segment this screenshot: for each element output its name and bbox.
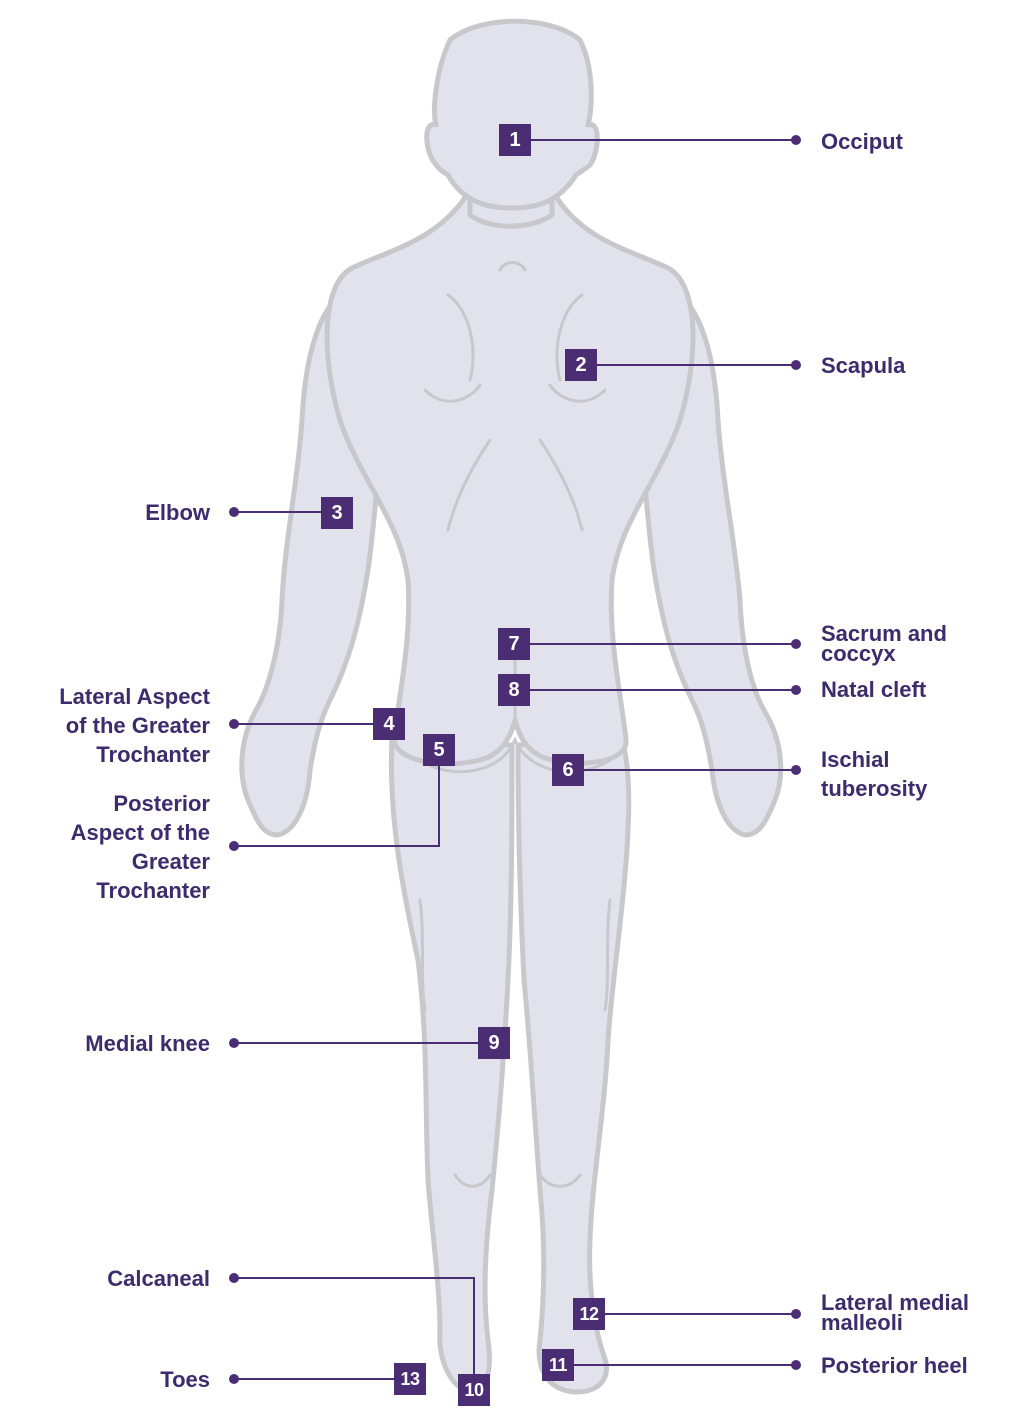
marker-badge-3: 3 xyxy=(321,497,353,529)
body-silhouette xyxy=(239,18,784,1395)
marker-label-13: Toes xyxy=(160,1367,210,1392)
marker-label-line: Lateral Aspect xyxy=(59,684,210,709)
marker-label-line: Aspect of the xyxy=(70,820,210,845)
leader-dot-1 xyxy=(791,135,801,145)
leader-dot-2 xyxy=(791,360,801,370)
marker-badge-2: 2 xyxy=(565,349,597,381)
leader-dot-9 xyxy=(229,1038,239,1048)
marker-label-line: of the Greater xyxy=(65,713,210,738)
marker-label-line: Posterior xyxy=(113,791,210,816)
muscle-details xyxy=(418,261,612,1188)
leader-dot-5 xyxy=(229,841,239,851)
right-leg xyxy=(515,737,632,1395)
marker-badge-4: 4 xyxy=(373,708,405,740)
leader-dot-13 xyxy=(229,1374,239,1384)
marker-label-line: Ischial xyxy=(821,747,890,772)
marker-label-line: Trochanter xyxy=(96,742,210,767)
marker-label-line: Sacrum and xyxy=(821,621,947,646)
marker-label-line: malleoli xyxy=(821,1310,903,1335)
leader-dot-8 xyxy=(791,685,801,695)
marker-badge-5: 5 xyxy=(423,734,455,766)
leader-dot-4 xyxy=(229,719,239,729)
left-leg xyxy=(388,737,515,1395)
marker-label-2: Scapula xyxy=(821,353,906,378)
marker-badge-11: 11 xyxy=(542,1349,574,1381)
leader-dot-3 xyxy=(229,507,239,517)
leader-dot-12 xyxy=(791,1309,801,1319)
marker-label-line: Greater xyxy=(131,849,210,874)
leader-line-5 xyxy=(234,766,440,847)
marker-label-3: Elbow xyxy=(145,500,210,525)
leader-dot-10 xyxy=(229,1273,239,1283)
marker-label-1: Occiput xyxy=(821,129,903,154)
leader-dot-6 xyxy=(791,765,801,775)
marker-label-9: Medial knee xyxy=(85,1031,210,1056)
marker-label-line: Trochanter xyxy=(96,878,210,903)
marker-badge-13: 13 xyxy=(394,1363,426,1395)
marker-badge-9: 9 xyxy=(478,1027,510,1059)
leader-dot-7 xyxy=(791,639,801,649)
leader-dot-11 xyxy=(791,1360,801,1370)
marker-label-8: Natal cleft xyxy=(821,677,927,702)
leader-line-10 xyxy=(234,1277,475,1374)
leader-dots xyxy=(229,135,801,1384)
marker-badge-7: 7 xyxy=(498,628,530,660)
leader-lines xyxy=(234,139,796,1380)
marker-label-line: coccyx xyxy=(821,641,896,666)
marker-label-6: Ischial tuberosity xyxy=(821,745,927,803)
marker-badge-10: 10 xyxy=(458,1374,490,1406)
marker-badge-6: 6 xyxy=(552,754,584,786)
head xyxy=(424,18,600,211)
marker-badge-1: 1 xyxy=(499,124,531,156)
marker-badge-8: 8 xyxy=(498,674,530,706)
marker-label-11: Posterior heel xyxy=(821,1353,968,1378)
marker-label-line: Lateral medial xyxy=(821,1290,969,1315)
marker-label-10: Calcaneal xyxy=(107,1266,210,1291)
marker-label-line: tuberosity xyxy=(821,776,928,801)
marker-badge-12: 12 xyxy=(573,1298,605,1330)
